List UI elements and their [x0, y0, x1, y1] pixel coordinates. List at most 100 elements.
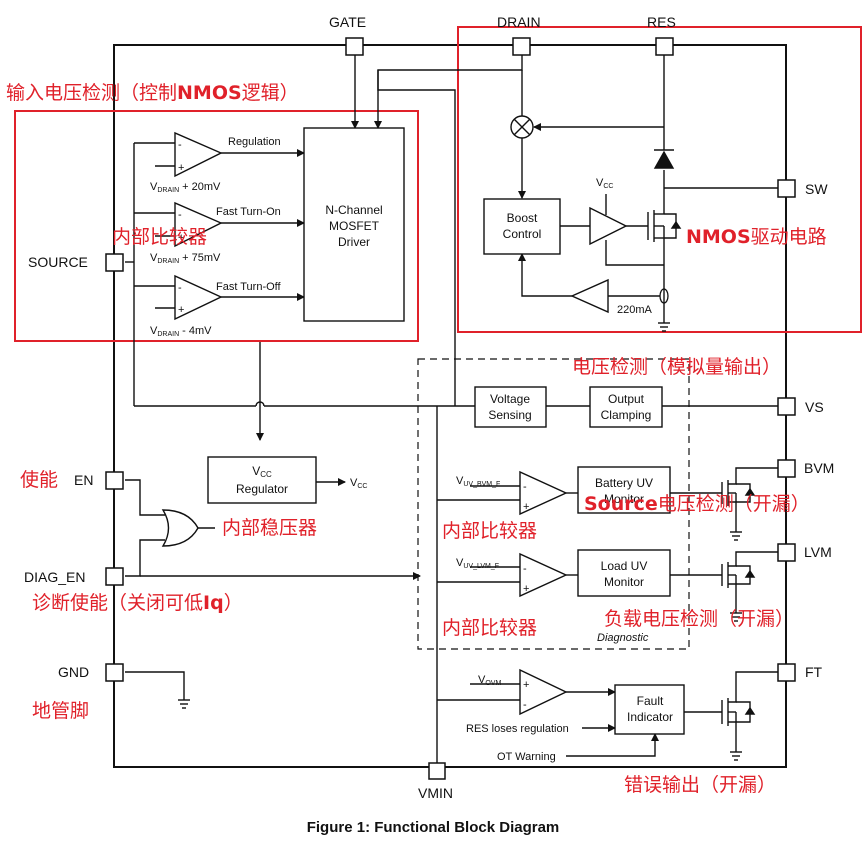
- load-uv-text-2: Monitor: [604, 575, 644, 589]
- load-detect-annotation: 负载电压检测（开漏）: [604, 608, 795, 630]
- svg-text:+: +: [178, 232, 184, 244]
- svg-text:+: +: [523, 679, 529, 691]
- vuv-bvm-label: VUV_BVM_F: [456, 475, 500, 488]
- ft-label: FT: [805, 664, 823, 680]
- ot-warning-label: OT Warning: [497, 751, 556, 763]
- boost-control-block: [483, 198, 561, 255]
- en-pin: [105, 471, 124, 490]
- battery-uv-monitor-block: [577, 466, 671, 514]
- bvm-pin: [777, 459, 796, 478]
- vuv-lvm-label: VUV_LVM_F: [456, 557, 499, 570]
- gnd-pin: [105, 663, 124, 682]
- threshold-4mv: VDRAIN - 4mV: [150, 325, 212, 338]
- fast-turn-off-comparator: [174, 274, 223, 321]
- input-detect-annotation: 输入电压检测（控制NMOS逻辑）: [6, 82, 299, 104]
- ft-mosfet: [721, 696, 756, 752]
- bvm-label: BVM: [804, 460, 834, 476]
- current-limit-amp: [570, 278, 609, 314]
- current-limit-label: 220mA: [617, 304, 653, 316]
- diag-enable-annotation: 诊断使能（关闭可低Iq）: [32, 592, 243, 614]
- gate-label: GATE: [329, 14, 366, 30]
- vcc-output-label: VCC: [350, 477, 367, 490]
- vmin-label: VMIN: [418, 785, 453, 801]
- vs-label: VS: [805, 399, 824, 415]
- voltage-sensing-block: [474, 386, 547, 428]
- figure-caption: Figure 1: Functional Block Diagram: [307, 819, 560, 836]
- vovm-label: VOVM: [478, 674, 501, 687]
- ovm-comparator: [519, 668, 568, 716]
- svg-text:-: -: [523, 563, 527, 575]
- enable-annotation: 使能: [20, 469, 59, 491]
- diag-en-pin: [105, 567, 124, 586]
- driver-text-2: MOSFET: [329, 219, 380, 233]
- sw-pin: [777, 179, 796, 198]
- or-gate: [161, 509, 199, 547]
- res-label: RES: [647, 14, 676, 30]
- gate-pin: [345, 37, 364, 56]
- drain-label: DRAIN: [497, 14, 541, 30]
- mosfet-driver-block: [303, 127, 405, 322]
- diag-en-label: DIAG_EN: [24, 569, 85, 585]
- fast-turn-on-label: Fast Turn-On: [216, 206, 281, 218]
- boost-text-1: Boost: [507, 211, 538, 225]
- svg-text:-: -: [523, 481, 527, 493]
- vsense-text-2: Sensing: [488, 408, 531, 422]
- load-uv-comparator: [519, 552, 568, 598]
- svg-text:+: +: [178, 304, 184, 316]
- comparator-annotation-1: 内部比较器: [112, 226, 208, 248]
- batt-uv-text-1: Battery UV: [595, 476, 653, 490]
- regulation-label: Regulation: [228, 136, 281, 148]
- regulator-text-2: Regulator: [236, 482, 288, 496]
- driver-text-1: N-Channel: [325, 203, 382, 217]
- source-detect-annotation: Source电压检测（开漏）: [584, 493, 810, 515]
- battery-uv-comparator: [519, 470, 568, 516]
- diode-symbol: [653, 149, 675, 169]
- nmos-drive-annotation: NMOS驱动电路: [686, 226, 827, 248]
- batt-uv-text-2: Monitor: [604, 492, 644, 506]
- diagnostic-region: [417, 358, 690, 650]
- svg-text:-: -: [178, 209, 182, 221]
- sw-label: SW: [805, 181, 828, 197]
- vmin-pin: [428, 762, 446, 780]
- lvm-mosfet: [721, 560, 756, 613]
- svg-text:+: +: [178, 162, 184, 174]
- res-loses-label: RES loses regulation: [466, 723, 569, 735]
- clamp-text-1: Output: [608, 392, 645, 406]
- comparator-annotation-2: 内部比较器: [442, 520, 538, 542]
- nmos-drive-region: [457, 26, 862, 333]
- fault-indicator-block: [614, 684, 685, 735]
- lvm-label: LVM: [804, 544, 832, 560]
- fault-text-1: Fault: [637, 694, 664, 708]
- regulator-annotation: 内部稳压器: [222, 517, 318, 539]
- vcc-regulator-block: [207, 456, 317, 504]
- source-pin: [105, 253, 124, 272]
- fault-text-2: Indicator: [627, 710, 673, 724]
- load-uv-monitor-block: [577, 549, 671, 597]
- clamp-text-2: Clamping: [601, 408, 652, 422]
- boost-text-2: Control: [503, 227, 542, 241]
- multiplier-node: [510, 115, 534, 139]
- vs-detect-annotation: 电压检测（模拟量输出）: [572, 356, 782, 378]
- vsense-text-1: Voltage: [490, 392, 530, 406]
- ft-pin: [777, 663, 796, 682]
- res-pin: [655, 37, 674, 56]
- regulation-comparator: [174, 131, 223, 178]
- threshold-20mv: VDRAIN + 20mV: [150, 181, 221, 194]
- diagnostic-label: Diagnostic: [597, 632, 649, 644]
- vcc-supply-label: VCC: [596, 177, 613, 190]
- gnd-label: GND: [58, 664, 89, 680]
- current-sense-symbol: [659, 288, 669, 304]
- svg-text:-: -: [523, 699, 527, 711]
- fast-turn-off-label: Fast Turn-Off: [216, 281, 282, 293]
- gnd-annotation: 地管脚: [32, 700, 90, 722]
- bvm-mosfet: [721, 480, 756, 532]
- vs-pin: [777, 397, 796, 416]
- load-uv-text-1: Load UV: [601, 559, 648, 573]
- comparator-annotation-3: 内部比较器: [442, 617, 538, 639]
- svg-text:+: +: [523, 583, 529, 595]
- gate-driver-amp: [589, 206, 628, 246]
- drain-pin: [512, 37, 531, 56]
- source-label: SOURCE: [28, 254, 88, 270]
- lvm-pin: [777, 543, 796, 562]
